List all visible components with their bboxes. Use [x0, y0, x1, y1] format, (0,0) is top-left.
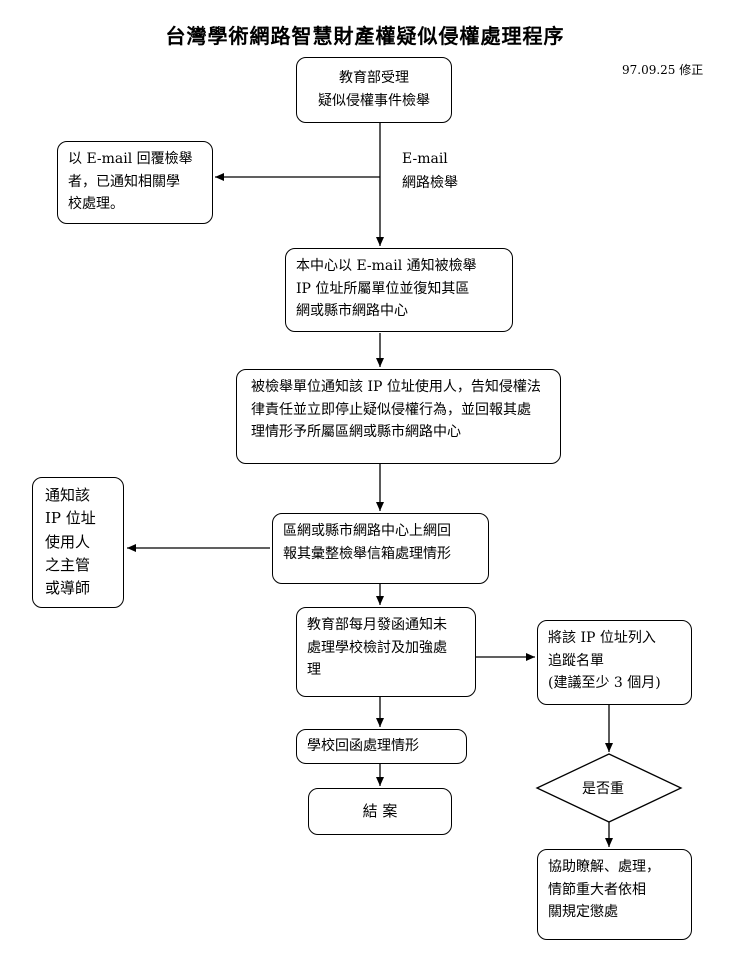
- node-unit-notify: 被檢舉單位通知該 IP 位址使用人，告知侵權法 律責任並立即停止疑似侵權行為，並…: [236, 369, 561, 464]
- node-unit-notify-text: 被檢舉單位通知該 IP 位址使用人，告知侵權法 律責任並立即停止疑似侵權行為，並…: [251, 379, 541, 441]
- node-moe-receive-text: 教育部受理 疑似侵權事件檢舉: [318, 70, 430, 109]
- node-center-notify: 本中心以 E-mail 通知被檢舉 IP 位址所屬單位並復知其區 網或縣市網路中…: [285, 248, 513, 332]
- revision-date: 97.09.25 修正: [622, 63, 704, 77]
- edge-label-email: E-mail 網路檢舉: [402, 151, 458, 191]
- node-regional-report-text: 區網或縣市網路中心上網回 報其彙整檢舉信箱處理情形: [283, 523, 451, 562]
- node-close-case-text: 結 案: [362, 802, 398, 821]
- node-school-reply-text: 學校回函處理情形: [307, 738, 419, 755]
- node-tracking-list: 將該 IP 位址列入 追蹤名單 (建議至少 3 個月): [537, 620, 692, 705]
- node-notify-supervisor-text: 通知該 IP 位址 使用人 之主管 或導師: [45, 486, 96, 597]
- decision-diamond: [535, 753, 683, 823]
- node-notify-supervisor: 通知該 IP 位址 使用人 之主管 或導師: [32, 477, 124, 608]
- node-school-reply: 學校回函處理情形: [296, 729, 467, 764]
- node-center-notify-text: 本中心以 E-mail 通知被檢舉 IP 位址所屬單位並復知其區 網或縣市網路中…: [296, 258, 477, 320]
- node-assist: 協助瞭解、處理， 情節重大者依相 關規定懲處: [537, 849, 692, 940]
- node-moe-receive: 教育部受理 疑似侵權事件檢舉: [296, 57, 452, 123]
- node-regional-report: 區網或縣市網路中心上網回 報其彙整檢舉信箱處理情形: [272, 513, 489, 584]
- node-moe-monthly: 教育部每月發函通知未 處理學校檢討及加強處 理: [296, 607, 476, 697]
- node-moe-monthly-text: 教育部每月發函通知未 處理學校檢討及加強處 理: [307, 617, 447, 679]
- node-tracking-list-text: 將該 IP 位址列入 追蹤名單 (建議至少 3 個月): [548, 630, 661, 692]
- node-email-reply-text: 以 E-mail 回覆檢舉 者，已通知相關學 校處理。: [68, 151, 193, 213]
- node-assist-text: 協助瞭解、處理， 情節重大者依相 關規定懲處: [548, 859, 660, 921]
- page-title: 台灣學術網路智慧財產權疑似侵權處理程序: [165, 24, 565, 48]
- decision-label: 是否重: [582, 781, 624, 797]
- node-close-case: 結 案: [308, 788, 452, 835]
- node-email-reply: 以 E-mail 回覆檢舉 者，已通知相關學 校處理。: [57, 141, 213, 224]
